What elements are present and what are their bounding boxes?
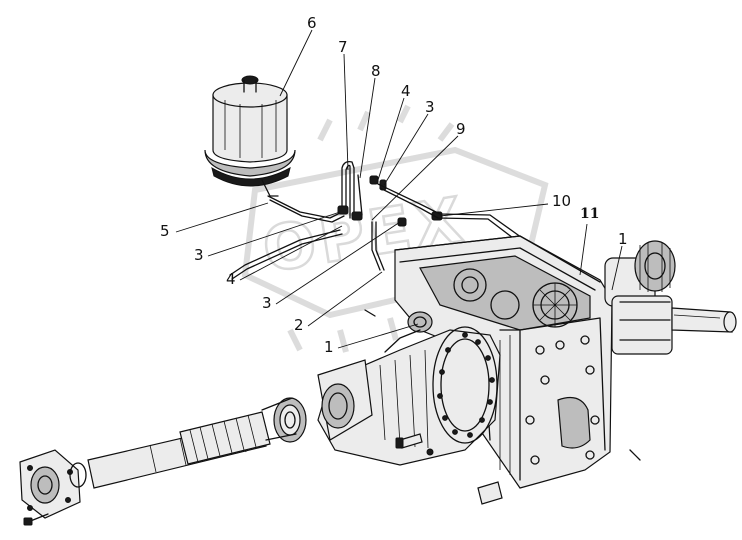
bell-housing bbox=[317, 311, 501, 466]
callout-4-mid: 4 bbox=[226, 270, 236, 288]
callout-9: 9 bbox=[456, 120, 466, 138]
callout-5: 5 bbox=[160, 222, 170, 240]
callout-8: 8 bbox=[371, 62, 381, 80]
input-shaft-left bbox=[19, 397, 307, 526]
callout-3-low: 3 bbox=[262, 294, 272, 312]
callout-1-right: 1 bbox=[618, 230, 628, 248]
callout-1-low: 1 bbox=[324, 338, 334, 356]
leader-lines bbox=[175, 29, 623, 349]
callout-4-top: 4 bbox=[401, 82, 411, 100]
filter-canister bbox=[204, 75, 296, 197]
callout-2: 2 bbox=[294, 316, 304, 334]
callout-11: 11 bbox=[580, 206, 599, 222]
callout-10: 10 bbox=[552, 192, 571, 210]
callout-labels: 6 7 8 4 3 9 10 11 1 5 3 4 3 2 1 bbox=[160, 14, 628, 356]
callout-7: 7 bbox=[338, 38, 348, 56]
callout-3-mid: 3 bbox=[194, 246, 204, 264]
output-shaft-right bbox=[604, 240, 737, 355]
callout-6: 6 bbox=[307, 14, 317, 32]
callout-3-top: 3 bbox=[425, 98, 435, 116]
loose-parts bbox=[364, 309, 641, 505]
